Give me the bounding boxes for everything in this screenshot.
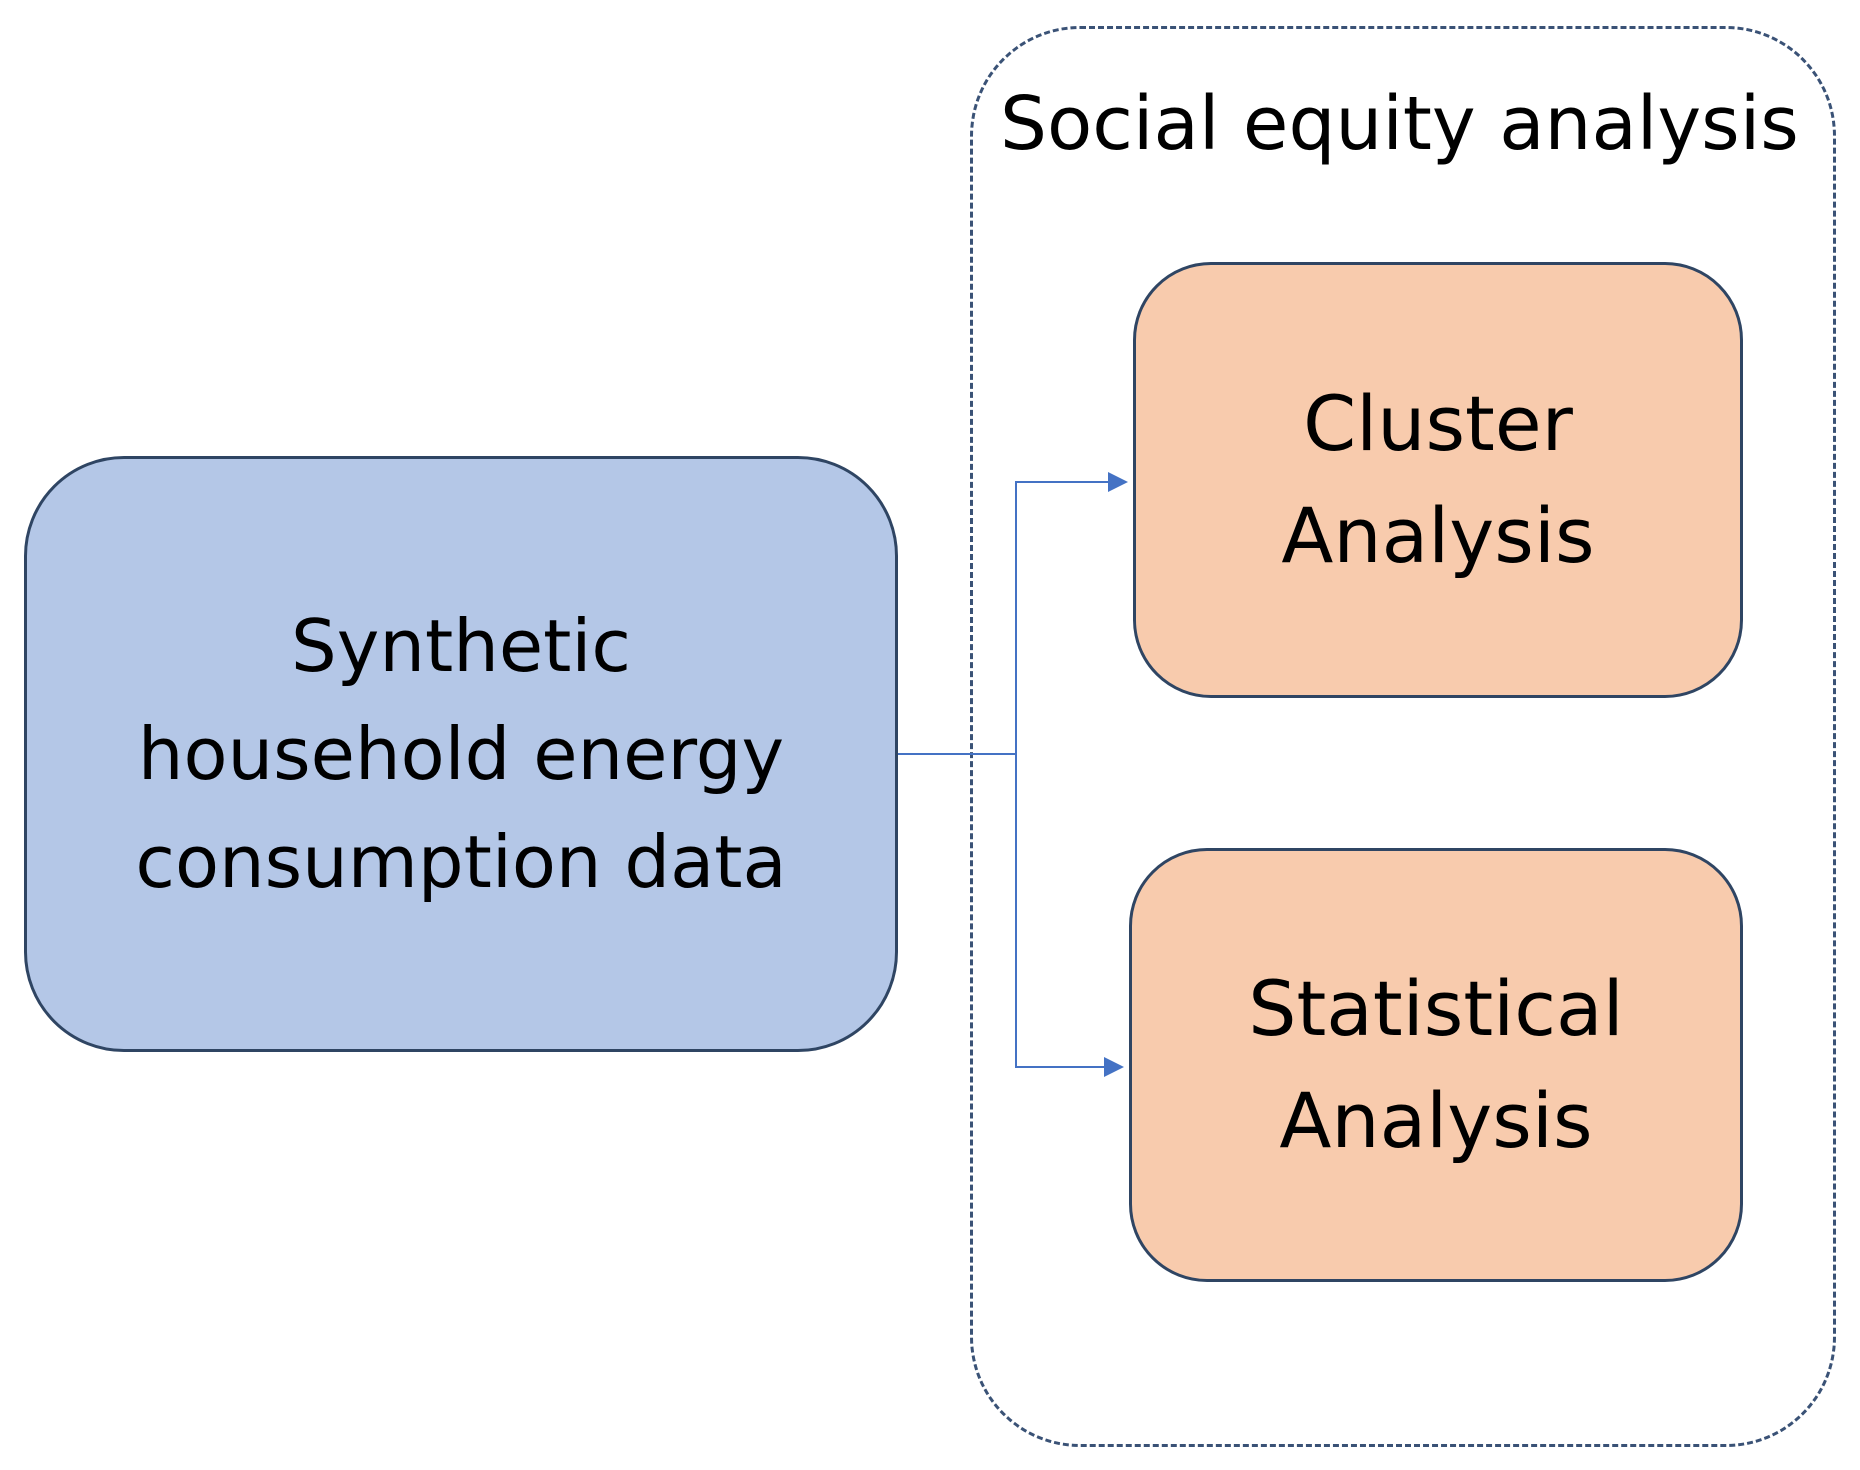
synthetic-data-node: Synthetic household energy consumption d…: [24, 456, 898, 1052]
synthetic-data-label: Synthetic household energy consumption d…: [135, 604, 787, 904]
cluster-analysis-node: Cluster Analysis: [1133, 262, 1743, 698]
cluster-analysis-label: Cluster Analysis: [1281, 379, 1595, 580]
statistical-analysis-label: Statistical Analysis: [1248, 964, 1624, 1165]
statistical-analysis-node: Statistical Analysis: [1129, 848, 1743, 1282]
group-title: Social equity analysis: [1000, 81, 1799, 167]
